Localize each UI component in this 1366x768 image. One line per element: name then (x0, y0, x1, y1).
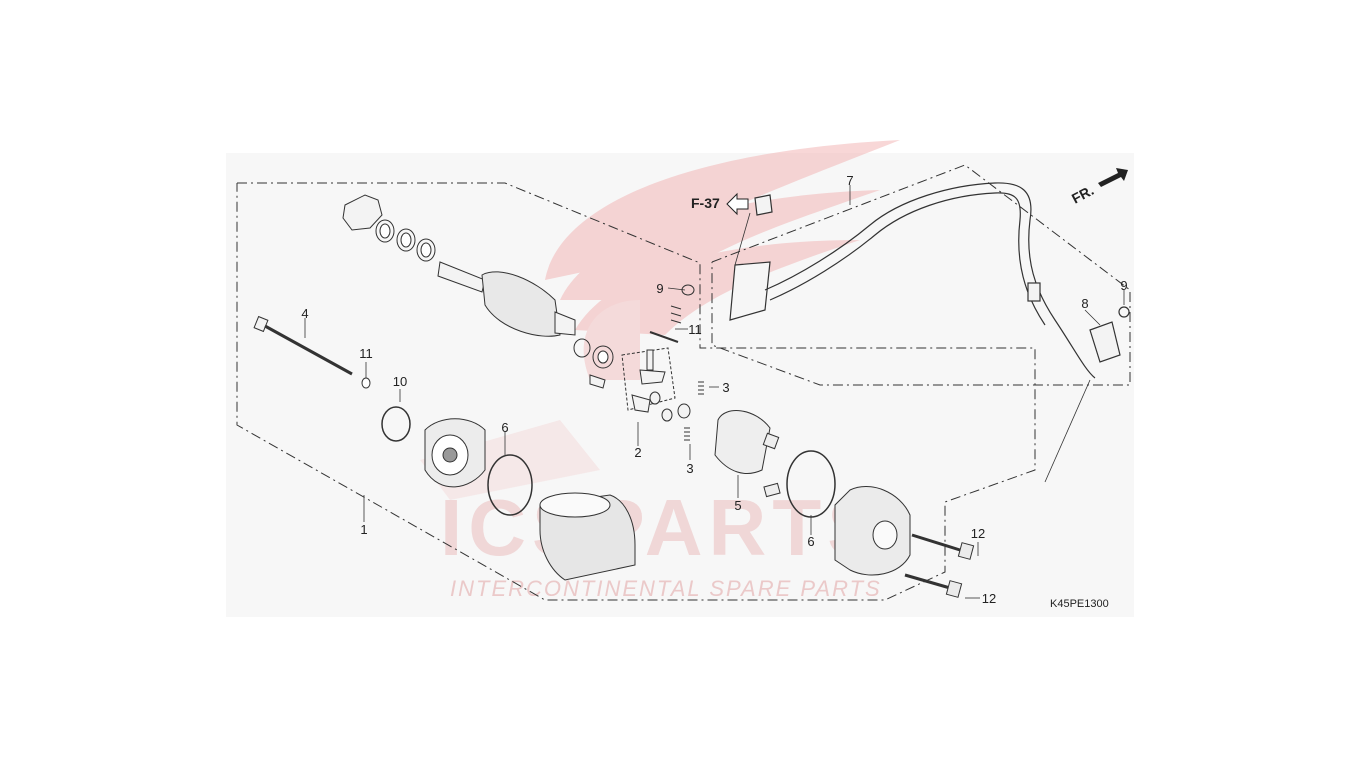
front-arrow: FR. (1069, 168, 1128, 207)
callout-5: 5 (734, 498, 741, 513)
watermark-text: ICSPARTS (440, 483, 887, 572)
callout-12a: 12 (971, 526, 985, 541)
diagram-code: K45PE1300 (1050, 598, 1109, 610)
callout-numbers: 1 2 3 3 4 5 6 6 7 8 9 9 10 11 11 12 12 (301, 173, 1127, 606)
through-bolt (253, 315, 411, 442)
front-cover (424, 418, 533, 516)
callout-11b: 11 (688, 322, 702, 337)
watermark-tagline: INTERCONTINENTAL SPARE PARTS (450, 576, 882, 601)
callout-1: 1 (360, 522, 367, 537)
front-label: FR. (1069, 182, 1096, 207)
reference-arrow: F-37 (691, 192, 749, 216)
callout-6a: 6 (501, 420, 508, 435)
callout-9b: 9 (1120, 278, 1127, 293)
callout-8: 8 (1081, 296, 1088, 311)
assembly-boundary (236, 164, 1131, 601)
callout-6b: 6 (807, 534, 814, 549)
yoke-housing (539, 492, 636, 581)
callout-7: 7 (846, 173, 853, 188)
watermark-logo (420, 140, 900, 500)
o-ring-right (786, 450, 836, 518)
reference-label: F-37 (691, 195, 720, 211)
callout-3a: 3 (722, 380, 729, 395)
rear-cover (834, 485, 975, 598)
callout-9a: 9 (656, 281, 663, 296)
brush-body (714, 410, 781, 498)
springs (649, 284, 704, 441)
callout-11a: 11 (359, 346, 373, 361)
callout-10: 10 (393, 374, 407, 389)
callout-3b: 3 (686, 461, 693, 476)
callout-2: 2 (634, 445, 641, 460)
callout-4: 4 (301, 306, 308, 321)
starter-cable (729, 182, 1130, 379)
callout-12b: 12 (982, 591, 996, 606)
armature (342, 194, 614, 369)
brush-holder (589, 347, 691, 422)
